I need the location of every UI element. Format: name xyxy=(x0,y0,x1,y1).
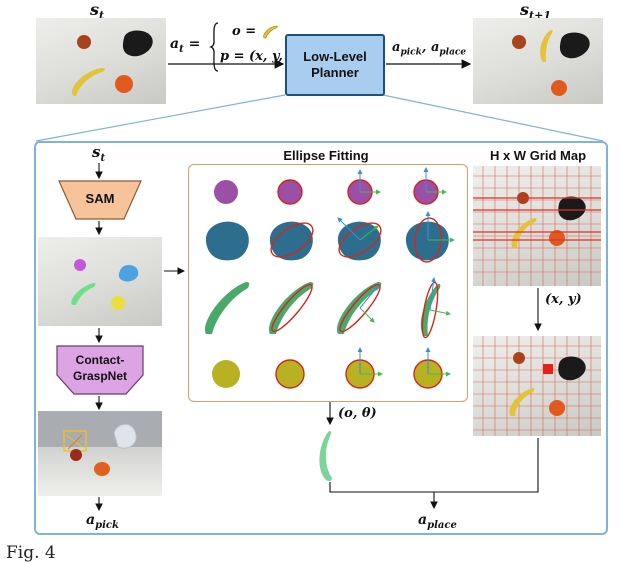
orange xyxy=(115,75,133,93)
place-label: aplace xyxy=(418,512,457,531)
pipeline-input-label: st xyxy=(92,143,105,164)
output-a1: a xyxy=(392,40,401,55)
black-bowl xyxy=(558,356,586,381)
row-orange xyxy=(212,347,451,389)
grid-lines xyxy=(473,336,601,436)
output-sub-place: place xyxy=(439,47,467,58)
state-label: st xyxy=(90,0,104,22)
zoom-line-right xyxy=(382,94,604,142)
apple xyxy=(513,352,525,364)
mask-bowl xyxy=(118,265,139,282)
top-arrows xyxy=(35,59,604,142)
action-o-text: o = xyxy=(232,24,257,39)
ellipse-fitting-box xyxy=(188,164,468,402)
action-subscript: t xyxy=(179,43,184,55)
grasp-scene xyxy=(38,411,162,476)
apple xyxy=(512,35,526,49)
target-cell xyxy=(543,364,553,374)
state-scene xyxy=(72,30,153,96)
banana xyxy=(540,30,553,62)
segmentation-masks xyxy=(71,259,139,310)
orange xyxy=(94,462,110,476)
black-bowl xyxy=(559,32,590,59)
banana xyxy=(511,218,537,248)
state-symbol: s xyxy=(90,0,100,19)
banana xyxy=(509,388,535,416)
sam-label: SAM xyxy=(85,191,115,206)
ellipse-grid xyxy=(205,167,455,389)
next-state-image xyxy=(473,18,603,104)
output-a2: a xyxy=(430,40,440,55)
banana xyxy=(72,68,105,96)
zoom-line-left xyxy=(35,94,286,142)
planner-label-line1: Low-Level xyxy=(303,49,367,64)
grid-target-image xyxy=(473,336,601,436)
output-label: apick, aplace xyxy=(392,40,467,58)
graspnet-label: Contact- GraspNet xyxy=(56,352,144,384)
state-image xyxy=(36,18,166,104)
pick-subscript: pick xyxy=(95,519,119,531)
mask-apple xyxy=(74,259,86,271)
pipeline-input-symbol: s xyxy=(92,143,101,161)
result-banana xyxy=(319,430,332,482)
brace-icon xyxy=(208,22,219,72)
orange xyxy=(549,230,565,246)
pick-symbol: a xyxy=(86,512,96,528)
graspnet-label-line2: GraspNet xyxy=(72,369,128,383)
row-apple xyxy=(214,167,447,205)
object-center-lines xyxy=(473,197,601,241)
orange xyxy=(549,400,565,416)
planner-label-line2: Planner xyxy=(311,65,359,80)
ellipse-title: Ellipse Fitting xyxy=(283,148,369,163)
grid-map-scene xyxy=(473,166,601,286)
action-equals: = xyxy=(188,36,201,52)
low-level-planner: Low-Level Planner xyxy=(285,34,385,96)
banana-icon xyxy=(262,25,278,38)
row-banana xyxy=(205,277,451,339)
orange xyxy=(551,80,567,96)
pipeline-input-sub: t xyxy=(100,153,106,164)
place-subscript: place xyxy=(427,519,457,531)
grasp-image xyxy=(38,411,162,496)
action-o: o = xyxy=(232,24,279,39)
grid-target-scene xyxy=(473,336,601,436)
mask-banana xyxy=(71,283,96,305)
o-theta-label: (o, θ) xyxy=(338,406,377,421)
action-symbol: a xyxy=(170,36,180,52)
sam-block xyxy=(58,180,142,220)
place-symbol: a xyxy=(418,512,428,528)
next-state-symbol: s xyxy=(520,0,530,19)
black-bowl xyxy=(558,196,586,221)
row-bowl xyxy=(205,211,455,263)
graspnet-label-line1: Contact- xyxy=(75,353,125,367)
figure-label: Fig. 4 xyxy=(6,543,56,563)
grid-title: H x W Grid Map xyxy=(489,148,587,163)
mask-orange xyxy=(111,296,125,310)
action-lhs: at = xyxy=(170,36,200,55)
next-state-scene xyxy=(512,30,590,96)
planner-detail-box xyxy=(34,141,608,535)
apple xyxy=(77,35,91,49)
grid-lines xyxy=(473,166,601,286)
state-subscript: t xyxy=(99,9,105,23)
apple xyxy=(70,449,82,461)
clear-object xyxy=(113,423,137,449)
xy-label: (x, y) xyxy=(545,292,582,307)
segmentation-image xyxy=(38,237,162,326)
grid-map-image xyxy=(473,166,601,286)
black-bowl xyxy=(122,30,153,57)
figure-caption: Fig. 4 xyxy=(6,543,56,563)
pick-label: apick xyxy=(86,512,119,531)
planner-label: Low-Level Planner xyxy=(303,49,367,81)
graspnet-block xyxy=(56,345,144,395)
output-sub-pick: pick xyxy=(400,47,422,58)
